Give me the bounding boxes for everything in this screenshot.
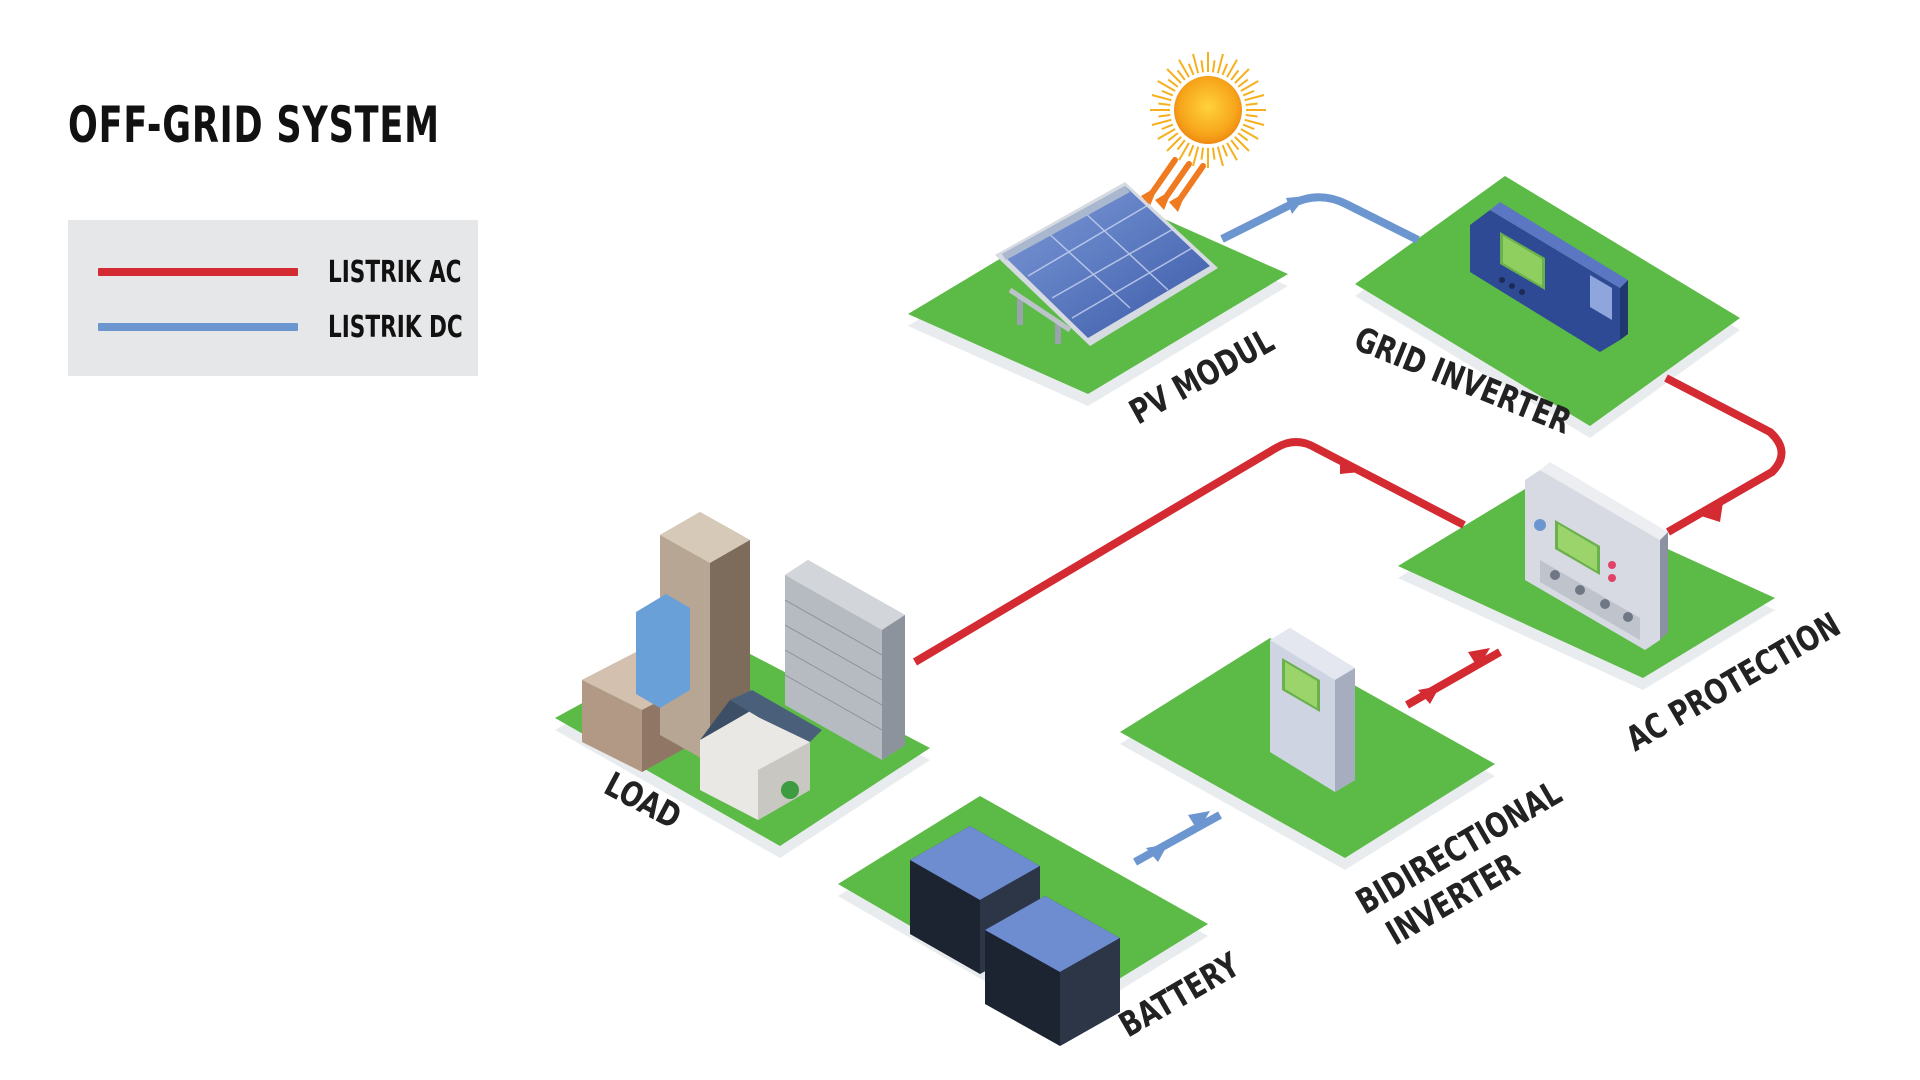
sun-ray (1158, 113, 1171, 118)
sun-ray (1187, 63, 1195, 76)
solar-panel-icon (995, 182, 1218, 346)
dc-line-pv-to-grid-inverter (1220, 193, 1420, 244)
sun-ray (1242, 89, 1255, 97)
sun-ray (1234, 136, 1250, 152)
sun-ray (1230, 69, 1240, 81)
ac-line-grid-inverter-to-protection (1664, 374, 1786, 536)
sun-ray (1245, 113, 1258, 118)
sun-ray (1161, 123, 1174, 131)
sun-ray (1242, 123, 1255, 131)
sun-ray (1234, 68, 1250, 84)
sun-ray (1161, 89, 1174, 97)
sun-ray (1151, 118, 1172, 126)
sun-ray (1211, 147, 1216, 160)
sun-ray (1244, 94, 1265, 102)
sun-ray (1151, 94, 1172, 102)
sun-ray (1221, 144, 1229, 157)
sun-ray (1226, 142, 1238, 161)
sun-ray (1216, 146, 1224, 167)
sun-ray (1244, 118, 1265, 126)
page-title: OFF-GRID SYSTEM (68, 96, 440, 154)
legend-item-dc: LISTRIK DC (98, 307, 496, 347)
sun-ray (1166, 68, 1182, 84)
sun-ray (1240, 128, 1259, 140)
sun-ray (1157, 80, 1176, 92)
sun-ray (1237, 132, 1249, 142)
sun-ray (1192, 53, 1200, 74)
sun-ray (1187, 144, 1195, 157)
sun-ray (1176, 139, 1186, 151)
sun-ray (1237, 78, 1249, 88)
sun-ray (1166, 136, 1182, 152)
sun-ray (1167, 132, 1179, 142)
bidirectional-inverter-icon (1270, 628, 1355, 792)
legend-line-ac (98, 268, 298, 276)
ac-line-bidirectional (1405, 648, 1502, 709)
sun-ray (1192, 146, 1200, 167)
sun-ray (1167, 78, 1179, 88)
sun-ray (1245, 102, 1258, 107)
sun-ray (1158, 102, 1171, 107)
grid-inverter-icon (1470, 202, 1628, 352)
battery-icon (910, 826, 1120, 1046)
ac-line-protection-to-load (912, 438, 1466, 666)
legend-label-dc: LISTRIK DC (328, 309, 463, 345)
sun-ray (1221, 63, 1229, 76)
legend-label-ac: LISTRIK AC (328, 254, 462, 290)
sun-ray (1157, 128, 1176, 140)
sun-ray (1226, 59, 1238, 78)
legend-item-ac: LISTRIK AC (98, 252, 495, 292)
sun-ray (1216, 53, 1224, 74)
sun-ray (1176, 69, 1186, 81)
ac-protection-icon (1525, 462, 1668, 650)
sun-icon (1141, 52, 1266, 212)
sun-ray (1211, 60, 1216, 73)
sun-ray (1240, 80, 1259, 92)
legend-line-dc (98, 323, 298, 331)
sun-ray (1200, 147, 1205, 160)
dc-line-battery (1133, 811, 1222, 866)
sun-ray (1200, 60, 1205, 73)
sun-ray (1230, 139, 1240, 151)
buildings-icon (582, 512, 905, 820)
sun-ray (1178, 142, 1190, 161)
sun-ray (1178, 59, 1190, 78)
legend: LISTRIK AC LISTRIK DC (68, 220, 478, 376)
